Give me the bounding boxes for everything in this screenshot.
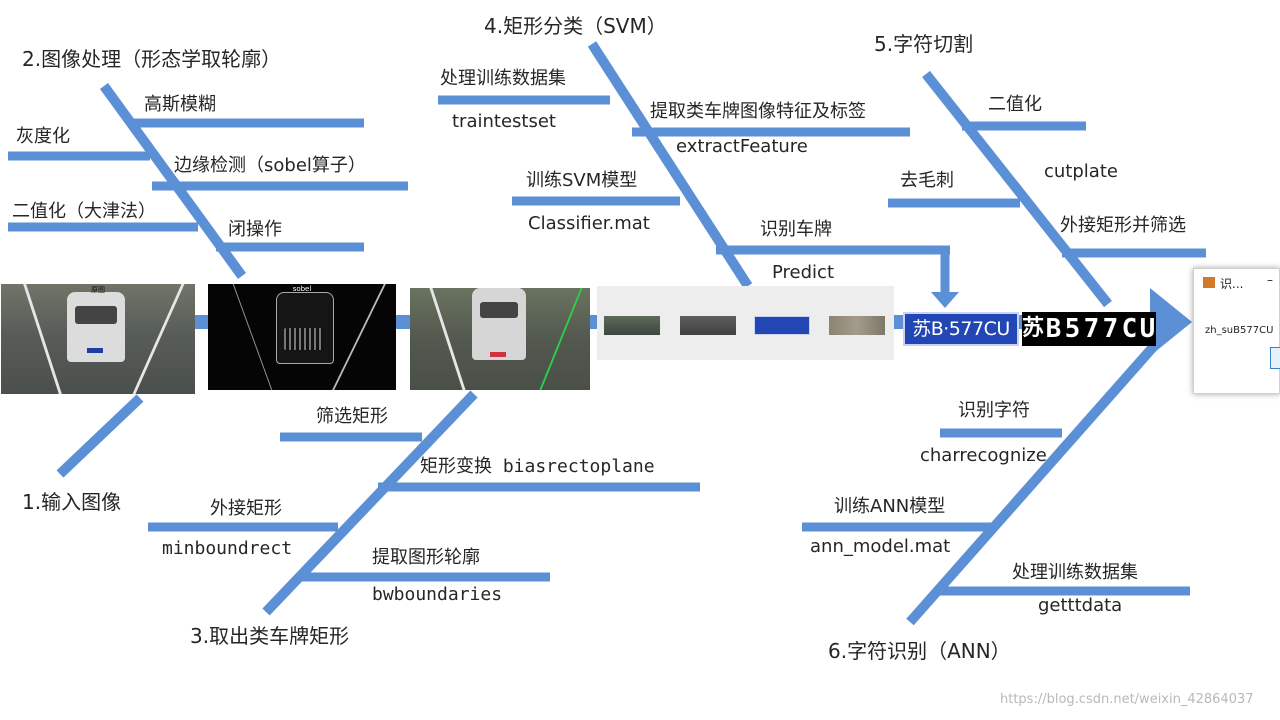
code-extractfeature: extractFeature: [676, 136, 808, 157]
branch-deburr: 去毛刺: [900, 170, 954, 191]
code-getttdata: getttdata: [1038, 595, 1123, 616]
dialog-result-text: zh_suB577CU: [1205, 325, 1274, 336]
original-caption: 原图: [91, 286, 105, 294]
plate-char: 5: [1063, 312, 1082, 346]
car: [472, 288, 526, 360]
plate-char: B: [1044, 312, 1063, 346]
code-ann-model: ann_model.mat: [810, 536, 951, 557]
branch-gauss: 高斯模糊: [144, 94, 216, 115]
branch-svm-feature: 提取类车牌图像特征及标签: [650, 101, 866, 122]
code-charrecognize: charrecognize: [920, 445, 1047, 466]
branch-close: 闭操作: [228, 219, 282, 240]
step-6-title: 6.字符识别（ANN）: [828, 639, 1011, 663]
branch-extract-contour: 提取图形轮廓: [372, 547, 480, 568]
plate: [490, 352, 506, 357]
svm-recog-arrowhead: [931, 292, 959, 308]
code-bwboundaries: bwboundaries: [372, 584, 503, 605]
branch-ann-prep: 处理训练数据集: [1012, 562, 1138, 583]
branch-rect-transform: 矩形变换 biasrectoplane: [420, 456, 655, 477]
plate-char: U: [1139, 312, 1156, 346]
step-5-title: 5.字符切割: [874, 32, 974, 56]
bone-step-5: [922, 70, 1112, 308]
dialog-title: 识...: [1220, 277, 1244, 291]
branch-otsu: 二值化（大津法）: [12, 201, 156, 222]
candidate-thumb: [829, 316, 885, 335]
branch-gray: 灰度化: [16, 126, 70, 147]
plate-char: 7: [1082, 312, 1101, 346]
code-minboundrect: minboundrect: [162, 538, 293, 559]
sobel-image: sobel: [208, 284, 396, 390]
step-3-title: 3.取出类车牌矩形: [190, 624, 350, 648]
code-cutplate: cutplate: [1044, 161, 1118, 182]
minimize-button[interactable]: –: [1267, 273, 1273, 287]
plate-image: 苏B·577CU: [903, 312, 1019, 346]
dialog-titlebar[interactable]: 识... –: [1194, 269, 1279, 295]
plate-char: 7: [1101, 312, 1120, 346]
branch-edge: 边缘检测（sobel算子）: [174, 155, 366, 176]
branch-bound-rect: 外接矩形: [210, 498, 282, 519]
branch-filter-rect: 筛选矩形: [316, 406, 388, 427]
branch-svm-train: 训练SVM模型: [526, 170, 638, 191]
branch-svm-recog: 识别车牌: [760, 219, 832, 240]
result-dialog: 识... – zh_suB577CU: [1193, 268, 1280, 394]
step-1-title: 1.输入图像: [22, 490, 122, 514]
ok-button[interactable]: [1270, 347, 1280, 369]
spine-arrowhead: [1150, 288, 1192, 356]
step-4-title: 4.矩形分类（SVM）: [484, 14, 667, 38]
candidate-thumb: [604, 316, 660, 335]
candidate-thumb: [680, 316, 736, 335]
candidate-plate-thumb: [754, 316, 810, 335]
closing-image: [410, 288, 590, 390]
branch-bound-filter: 外接矩形并筛选: [1060, 215, 1186, 236]
code-classifier: Classifier.mat: [528, 213, 650, 234]
sobel-caption: sobel: [292, 285, 312, 293]
branch-binarize: 二值化: [988, 94, 1042, 115]
plate-char: 苏: [1022, 312, 1044, 346]
branch-char-recog: 识别字符: [958, 400, 1030, 421]
bone-step-6: [906, 342, 1158, 626]
branch-svm-prep: 处理训练数据集: [440, 68, 566, 89]
original-image: 原图: [1, 284, 195, 394]
code-traintestset: traintestset: [452, 111, 556, 132]
step-2-title: 2.图像处理（形态学取轮廓）: [22, 47, 282, 71]
watermark: https://blog.csdn.net/weixin_42864037: [1000, 692, 1254, 707]
bone-step-1: [56, 394, 144, 478]
plate: [87, 348, 103, 353]
code-predict: Predict: [772, 262, 834, 283]
plate-char: C: [1120, 312, 1139, 346]
matlab-icon: [1203, 277, 1215, 288]
branch-ann-train: 训练ANN模型: [834, 496, 946, 517]
